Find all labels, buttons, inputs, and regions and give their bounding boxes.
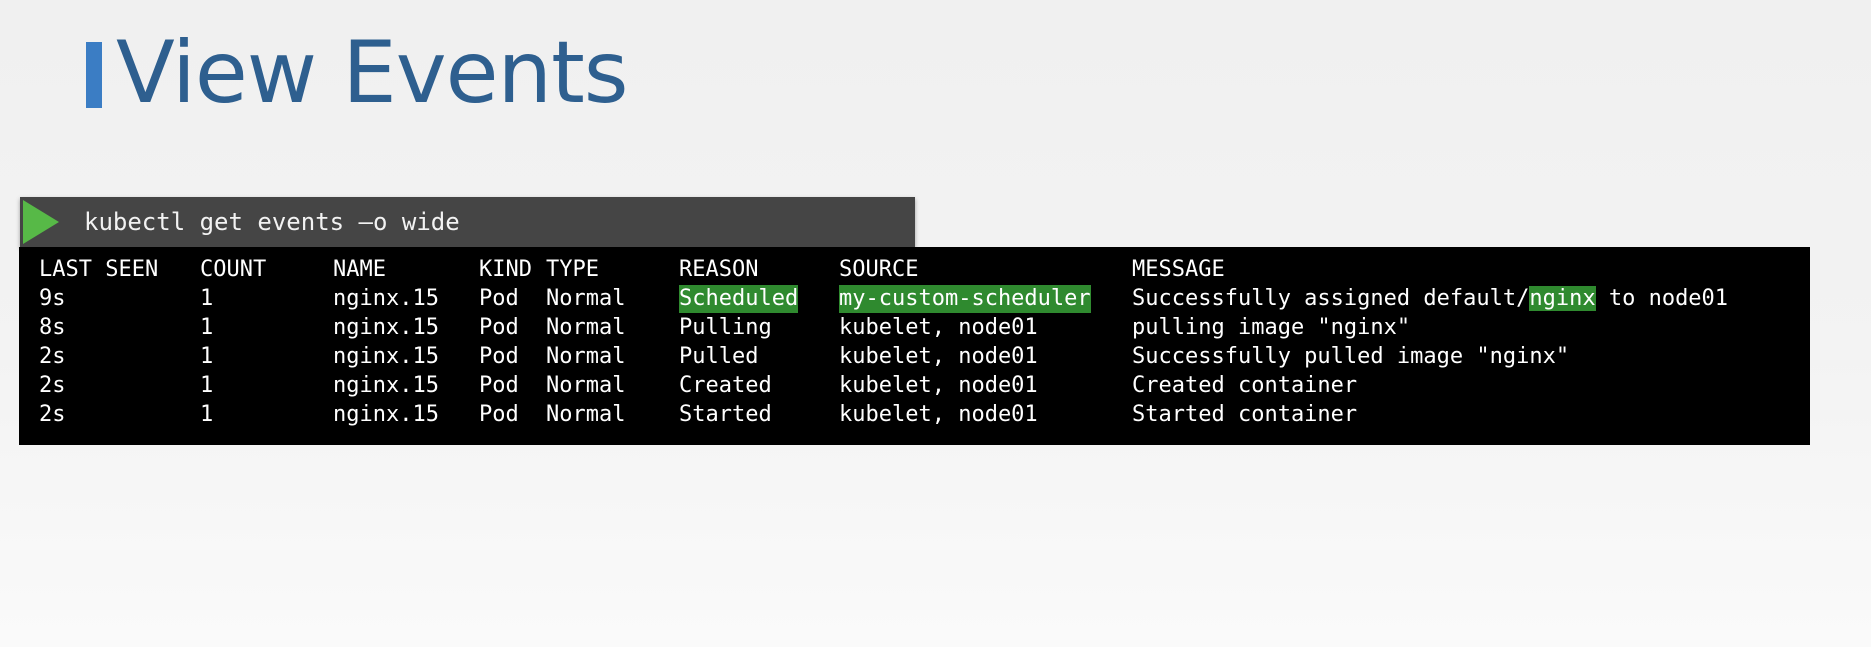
cell-last-seen: 2s <box>39 344 66 369</box>
cell-source: kubelet, node01 <box>839 315 1038 340</box>
cell-count: 1 <box>200 315 214 340</box>
cell-message: Started container <box>1132 402 1358 427</box>
cell-kind: Pod <box>479 344 519 369</box>
table-header-row: LAST SEEN COUNT NAME KIND TYPE REASON SO… <box>19 256 1810 284</box>
page-title: View Events <box>116 23 629 123</box>
cell-last-seen: 8s <box>39 315 66 340</box>
cell-source: kubelet, node01 <box>839 373 1038 398</box>
cell-type: Normal <box>546 373 626 398</box>
command-bar: kubectl get events –o wide <box>20 197 915 247</box>
cell-kind: Pod <box>479 373 519 398</box>
cell-reason: Pulling <box>679 315 772 340</box>
table-row: 2s 1 nginx.15 Pod Normal Created kubelet… <box>19 372 1810 400</box>
cell-kind: Pod <box>479 315 519 340</box>
cell-type: Normal <box>546 315 626 340</box>
play-icon <box>23 200 59 244</box>
cell-name: nginx.15 <box>333 344 439 369</box>
cell-count: 1 <box>200 373 214 398</box>
cell-name: nginx.15 <box>333 402 439 427</box>
cell-name: nginx.15 <box>333 286 439 311</box>
cell-kind: Pod <box>479 286 519 311</box>
header-message: MESSAGE <box>1132 257 1225 282</box>
table-row: 9s 1 nginx.15 Pod Normal Scheduled my-cu… <box>19 285 1810 313</box>
header-last-seen: LAST SEEN <box>39 257 159 282</box>
cell-reason-highlighted: Scheduled <box>679 285 799 313</box>
command-text: kubectl get events –o wide <box>84 208 460 236</box>
cell-count: 1 <box>200 402 214 427</box>
cell-type: Normal <box>546 344 626 369</box>
table-row: 2s 1 nginx.15 Pod Normal Pulled kubelet,… <box>19 343 1810 371</box>
cell-message: Successfully assigned default/nginx to n… <box>1132 285 1728 313</box>
cell-last-seen: 9s <box>39 286 66 311</box>
cell-type: Normal <box>546 286 626 311</box>
header-count: COUNT <box>200 257 267 282</box>
header-source: SOURCE <box>839 257 919 282</box>
cell-kind: Pod <box>479 402 519 427</box>
header-reason: REASON <box>679 257 759 282</box>
cell-source-highlighted: my-custom-scheduler <box>839 285 1091 313</box>
cell-source: kubelet, node01 <box>839 344 1038 369</box>
header-name: NAME <box>333 257 386 282</box>
message-text: Successfully assigned default/ <box>1132 286 1530 311</box>
terminal-output: LAST SEEN COUNT NAME KIND TYPE REASON SO… <box>19 247 1810 445</box>
table-row: 2s 1 nginx.15 Pod Normal Started kubelet… <box>19 401 1810 429</box>
cell-name: nginx.15 <box>333 373 439 398</box>
cell-count: 1 <box>200 344 214 369</box>
cell-type: Normal <box>546 402 626 427</box>
message-text: to node01 <box>1595 286 1729 311</box>
header-kind: KIND <box>479 257 532 282</box>
cell-message: Created container <box>1132 373 1358 398</box>
cell-name: nginx.15 <box>333 315 439 340</box>
cell-count: 1 <box>200 286 214 311</box>
title-accent-bar <box>86 42 102 108</box>
cell-message: Successfully pulled image "nginx" <box>1132 344 1570 369</box>
header-type: TYPE <box>546 257 599 282</box>
cell-reason: Started <box>679 402 772 427</box>
message-highlight: nginx <box>1529 286 1596 311</box>
cell-message: pulling image "nginx" <box>1132 315 1411 340</box>
cell-last-seen: 2s <box>39 373 66 398</box>
cell-reason: Created <box>679 373 772 398</box>
cell-reason: Pulled <box>679 344 759 369</box>
cell-last-seen: 2s <box>39 402 66 427</box>
table-row: 8s 1 nginx.15 Pod Normal Pulling kubelet… <box>19 314 1810 342</box>
cell-source: kubelet, node01 <box>839 402 1038 427</box>
